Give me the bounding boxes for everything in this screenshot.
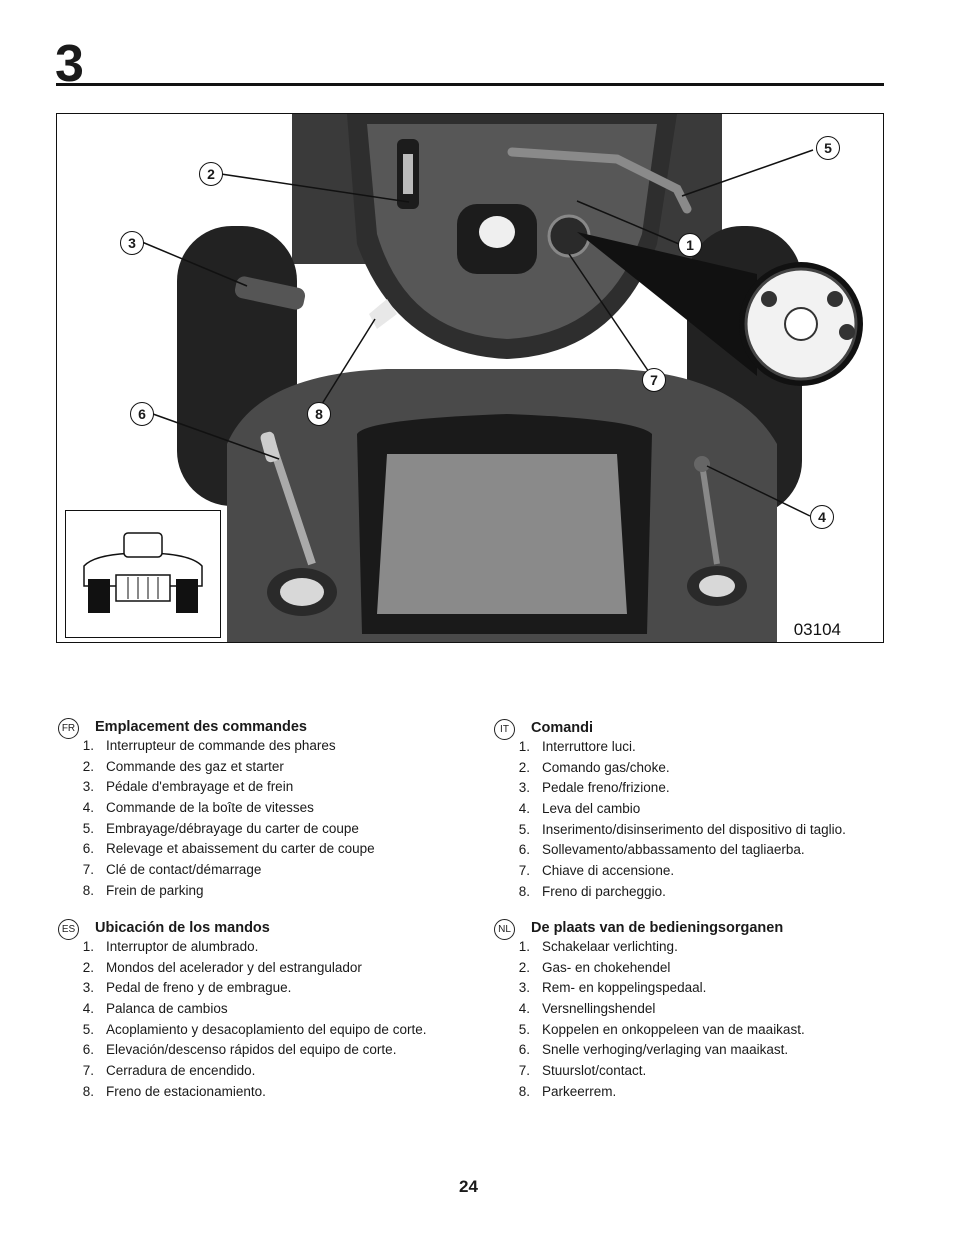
controls-figure: 2 3 5 1 7 6 8 4 03104 bbox=[56, 113, 884, 643]
tractor-illustration bbox=[141, 114, 863, 642]
chapter-number: 3 bbox=[55, 35, 84, 93]
callout-2: 2 bbox=[199, 162, 223, 186]
tractor-inset-thumbnail bbox=[65, 510, 221, 638]
callout-8: 8 bbox=[307, 402, 331, 426]
callout-4: 4 bbox=[810, 505, 834, 529]
figure-code: 03104 bbox=[793, 620, 841, 639]
section-title: Ubicación de los mandos bbox=[95, 920, 270, 936]
page-number: 24 bbox=[459, 1177, 478, 1196]
section-title: Comandi bbox=[531, 720, 594, 736]
callout-3: 3 bbox=[120, 231, 144, 255]
section-title: De plaats van de bedieningsorganen bbox=[531, 920, 784, 936]
lang-badge-icon: IT bbox=[494, 719, 515, 740]
chapter-rule bbox=[56, 83, 884, 86]
callout-6: 6 bbox=[130, 402, 154, 426]
lang-badge-icon: NL bbox=[494, 919, 515, 940]
callout-7: 7 bbox=[642, 368, 666, 392]
lang-badge-icon: ES bbox=[58, 919, 79, 940]
callout-5: 5 bbox=[816, 136, 840, 160]
lang-badge-icon: FR bbox=[58, 718, 79, 739]
section-title: Emplacement des commandes bbox=[95, 719, 307, 735]
callout-1: 1 bbox=[678, 233, 702, 257]
tractor-thumbnail-icon bbox=[83, 532, 203, 613]
